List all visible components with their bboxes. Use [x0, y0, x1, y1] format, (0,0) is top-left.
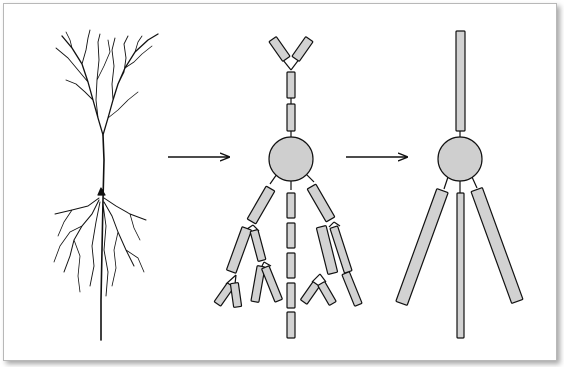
- pyramidal-neuron-drawing: [54, 30, 158, 340]
- reduced-compartment-model: [396, 31, 523, 338]
- multi-compartment-model: [214, 37, 362, 338]
